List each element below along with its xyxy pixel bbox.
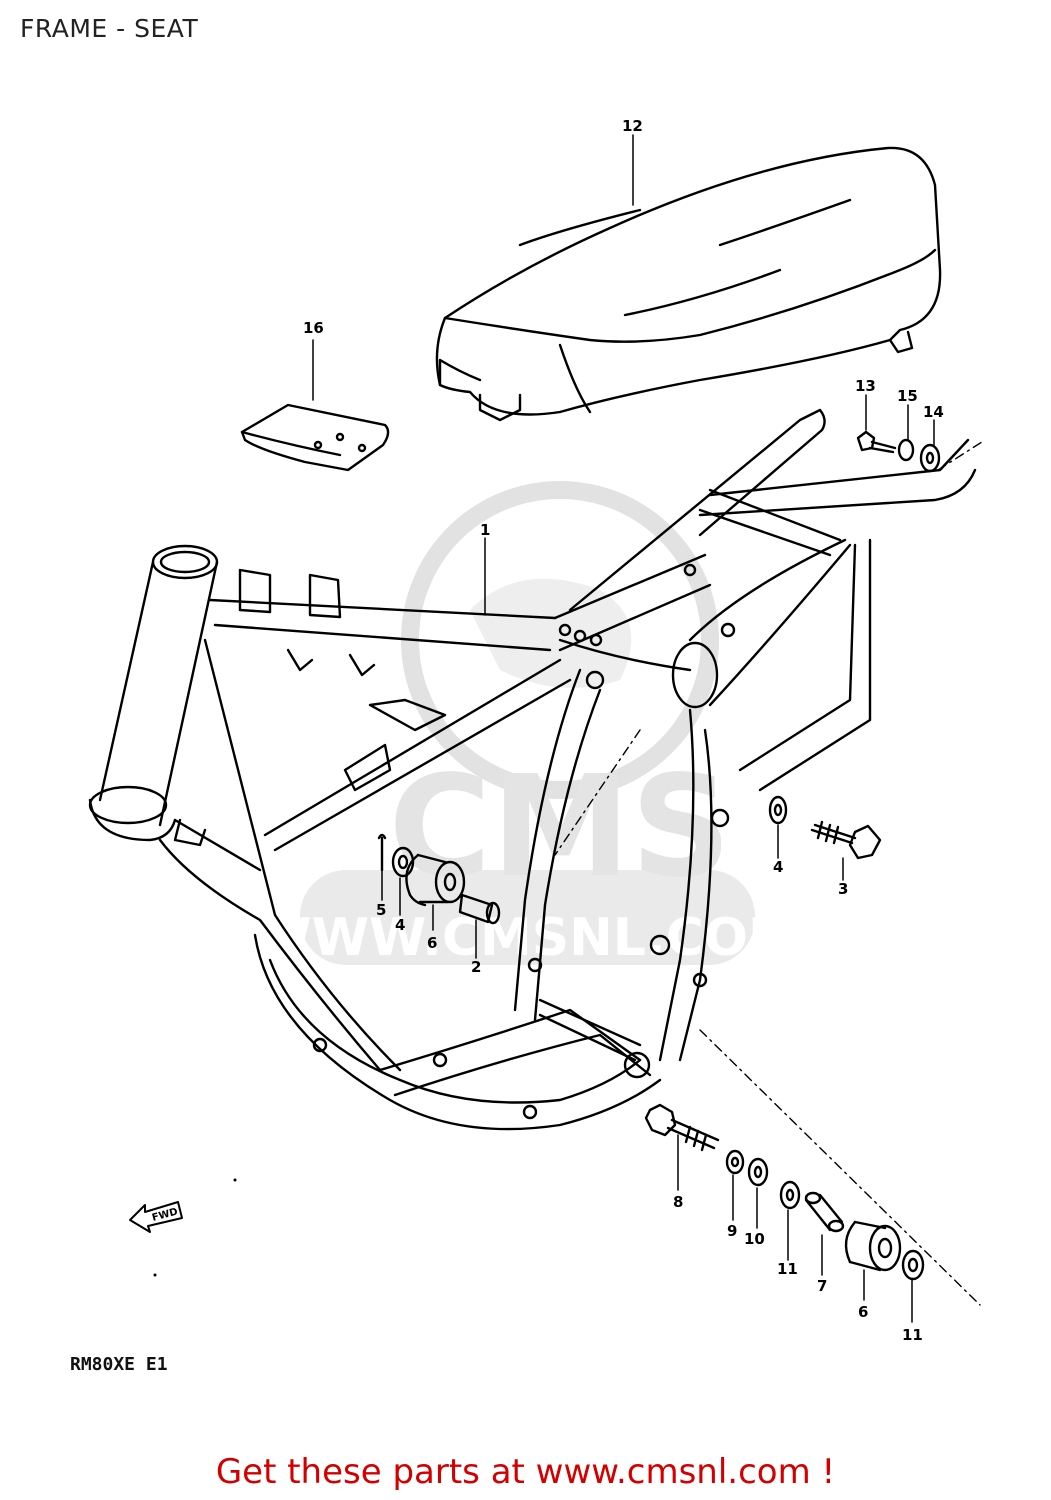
washer-part-4 [768,795,788,825]
callout-13: 13 [855,377,876,395]
leader-lines [554,439,986,1306]
washer-part-11-upper [779,1180,801,1210]
page-title: FRAME - SEAT [20,14,199,43]
bushing-part-6-lower [844,1220,902,1272]
callout-6-lower: 6 [858,1303,868,1321]
fairing-bracket [240,403,390,472]
callout-5: 5 [376,901,386,919]
part-callouts: 12 16 1 13 15 14 4 3 5 4 6 2 8 9 10 11 7… [303,117,944,1344]
fastener-parts [377,430,941,1281]
frame [88,408,977,1131]
callout-11-lower: 11 [902,1326,923,1344]
callout-15: 15 [897,387,918,405]
washer-part-11-lower [901,1249,925,1281]
bolt-part-13 [856,430,897,454]
bolt-part-8 [644,1103,720,1152]
callout-12: 12 [622,117,643,135]
exploded-parts-diagram: CMS WWW.CMSNL.COM [88,117,986,1344]
bushing-part-6-upper [405,853,466,907]
washer-part-14 [919,443,941,473]
callout-8: 8 [673,1193,683,1211]
callout-10: 10 [744,1230,765,1248]
callout-4-left: 4 [395,916,405,934]
callout-11-upper: 11 [777,1260,798,1278]
callout-7: 7 [817,1277,827,1295]
callout-2: 2 [471,958,481,976]
callout-leaders [312,134,935,1323]
watermark-url: WWW.CMSNL.COM [254,908,799,968]
washer-part-9 [725,1149,745,1175]
washer-part-15 [897,438,915,462]
callout-16: 16 [303,319,324,337]
callout-4-right: 4 [773,858,783,876]
model-code: RM80XE E1 [70,1354,168,1375]
collar-part-2 [458,893,501,925]
callout-14: 14 [923,403,944,421]
get-parts-link[interactable]: Get these parts at www.cmsnl.com ! [215,1452,836,1492]
washer-part-10 [747,1157,769,1187]
fwd-direction-arrow [129,1201,183,1233]
washer-part-4-left [391,846,415,878]
callout-1: 1 [480,521,490,539]
callout-3: 3 [838,880,848,898]
seat [435,146,942,422]
callout-9: 9 [727,1222,737,1240]
collar-part-7 [804,1191,845,1233]
cmsnl-watermark: CMS WWW.CMSNL.COM [254,481,800,968]
bolt-part-3 [810,820,882,860]
callout-6-upper: 6 [427,934,437,952]
